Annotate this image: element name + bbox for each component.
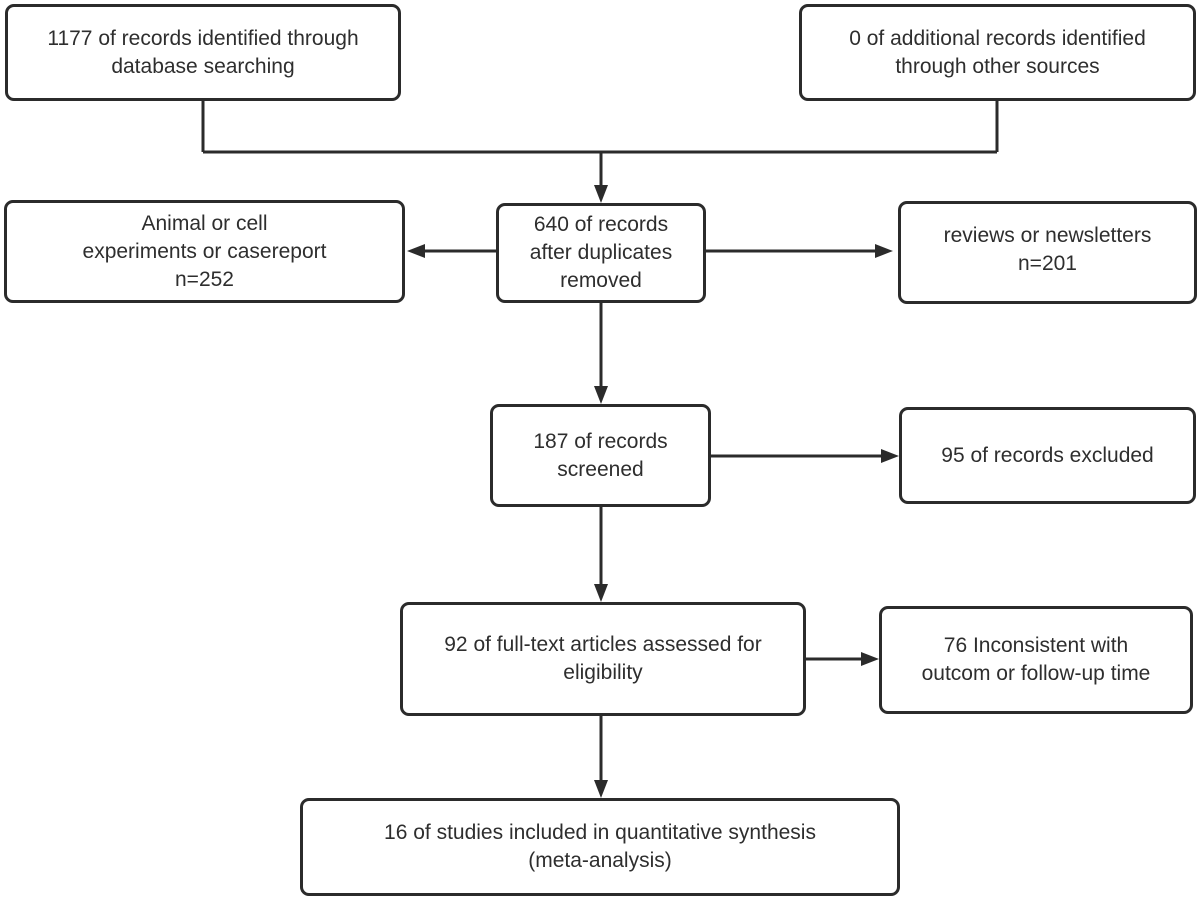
box-records-identified-text: 1177 of records identified through datab… bbox=[47, 26, 359, 78]
box-inconsistent-excluded-text: 76 Inconsistent with outcom or follow-up… bbox=[921, 634, 1151, 685]
box-records-identified: 1177 of records identified through datab… bbox=[5, 4, 401, 101]
box-records-screened: 187 of records screened bbox=[490, 404, 711, 507]
box-animal-cell-excluded-text: Animal or cell experiments or casereport… bbox=[82, 211, 327, 291]
box-reviews-newsletters-excluded-text: reviews or newsletters n=201 bbox=[943, 224, 1152, 275]
box-after-duplicates: 640 of records after duplicates removed bbox=[496, 203, 706, 303]
box-after-duplicates-text: 640 of records after duplicates removed bbox=[529, 213, 673, 292]
box-records-screened-text: 187 of records screened bbox=[533, 429, 668, 481]
box-included-synthesis-text: 16 of studies included in quantitative s… bbox=[384, 821, 816, 872]
box-included-synthesis: 16 of studies included in quantitative s… bbox=[300, 798, 900, 896]
box-animal-cell-excluded: Animal or cell experiments or casereport… bbox=[4, 200, 405, 303]
box-additional-records: 0 of additional records identified throu… bbox=[799, 4, 1196, 101]
merge-connector bbox=[201, 100, 999, 154]
box-additional-records-text: 0 of additional records identified throu… bbox=[849, 26, 1146, 78]
box-records-excluded-text: 95 of records excluded bbox=[941, 443, 1154, 467]
box-fulltext-assessed-text: 92 of full-text articles assessed for el… bbox=[444, 633, 762, 684]
box-reviews-newsletters-excluded: reviews or newsletters n=201 bbox=[898, 201, 1197, 304]
box-fulltext-assessed: 92 of full-text articles assessed for el… bbox=[400, 602, 806, 716]
box-records-excluded: 95 of records excluded bbox=[899, 407, 1196, 504]
box-inconsistent-excluded: 76 Inconsistent with outcom or follow-up… bbox=[879, 606, 1193, 714]
